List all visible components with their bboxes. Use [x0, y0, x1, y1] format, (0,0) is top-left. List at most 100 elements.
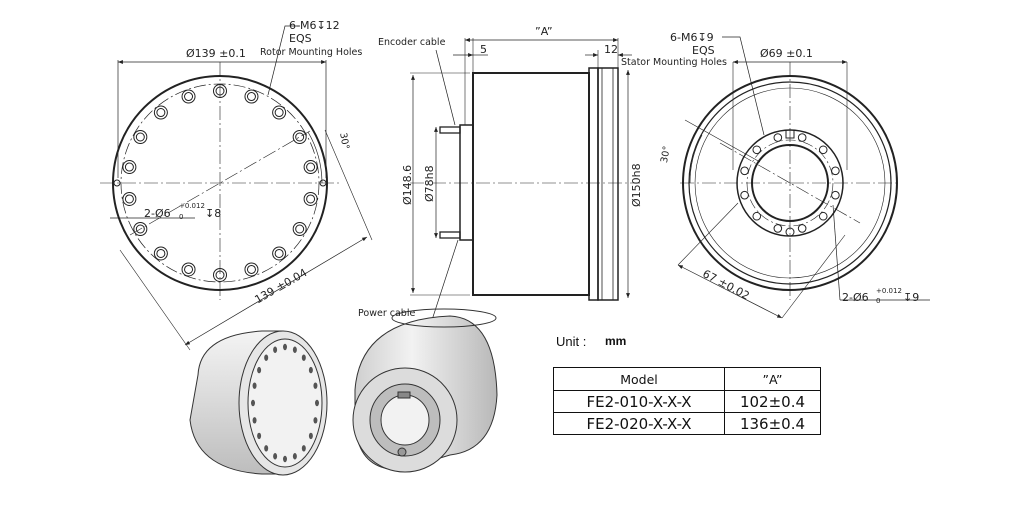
rotor-mounting-hole: [244, 262, 259, 277]
table-header-model: Model: [553, 367, 725, 391]
dia-148-6: Ø148.6: [401, 164, 414, 205]
rotor-mounting-hole: [122, 191, 137, 206]
dim-a: ”A”: [535, 25, 553, 38]
rotor-mounting-hole: [292, 222, 307, 236]
rotor-mounting-hole: [303, 160, 318, 175]
dia-78h8: Ø78h8: [423, 165, 436, 202]
iso-face-hole: [313, 382, 318, 389]
stator-id-dim: Ø69 ±0.1: [760, 47, 813, 60]
iso-face-hole: [283, 343, 287, 351]
rotor-mounting-hole-inner: [274, 248, 284, 258]
rotor-mounting-hole: [153, 246, 168, 261]
stator-pin-depth: ↧9: [903, 291, 920, 304]
table-header-row: Model ”A”: [553, 367, 821, 391]
stator-front-view: [677, 36, 930, 319]
stator-mounting-hole: [818, 211, 828, 221]
iso-face-hole: [257, 432, 262, 440]
unit-value: mm: [605, 334, 627, 348]
stator-holes-title: Stator Mounting Holes: [621, 57, 727, 68]
unit-label: Unit :: [556, 334, 587, 349]
dim-5: 5: [480, 43, 487, 56]
encoder-cable-label: Encoder cable: [378, 37, 446, 48]
iso-face-hole: [301, 445, 306, 452]
iso-face-hole: [257, 366, 262, 374]
rotor-angle: 30°: [337, 131, 351, 151]
rotor-pin-depth: ↧8: [205, 207, 222, 220]
stator-mounting-hole: [773, 133, 783, 142]
dim-12: 12: [604, 43, 618, 56]
rotor-iso-render: [189, 330, 328, 476]
table-row: FE2-010-X-X-X 102±0.4: [553, 390, 821, 413]
stator-mounting-hole: [831, 166, 840, 176]
stator-pin-tol: +0.012: [876, 287, 902, 295]
rotor-mounting-hole-inner: [215, 86, 225, 96]
table-cell-model: FE2-020-X-X-X: [553, 412, 725, 435]
iso-face-hole: [252, 382, 257, 389]
rotor-holes-title: Rotor Mounting Holes: [260, 47, 363, 58]
rotor-holes-spec: 6-M6↧12: [289, 19, 340, 32]
stator-mounting-hole: [797, 133, 807, 142]
rotor-mounting-hole-inner: [184, 92, 194, 102]
stator-iso-render: [352, 308, 498, 473]
stator-mounting-hole: [818, 145, 828, 155]
rotor-mounting-hole: [153, 105, 168, 120]
stator-mounting-hole: [740, 190, 749, 200]
table-cell-a: 102±0.4: [724, 390, 821, 413]
rotor-mounting-hole: [272, 246, 287, 261]
model-spec-table: Model ”A” FE2-010-X-X-X 102±0.4 FE2-020-…: [553, 367, 821, 435]
iso-face-hole: [252, 417, 257, 424]
stator-mounting-hole: [831, 190, 840, 200]
iso-face-hole: [273, 453, 278, 460]
rotor-mounting-hole-inner: [306, 194, 316, 204]
iso-face-hole: [315, 399, 319, 407]
iso-face-hole: [264, 354, 269, 361]
rotor-mounting-hole-inner: [246, 264, 256, 274]
rotor-mounting-hole-inner: [135, 132, 145, 142]
iso-face-hole: [292, 453, 297, 460]
rotor-front-view: [100, 25, 373, 351]
stator-mounting-hole: [773, 224, 783, 233]
rotor-mounting-hole: [244, 89, 259, 104]
table-cell-model: FE2-010-X-X-X: [553, 390, 725, 413]
rotor-eqs: EQS: [289, 32, 312, 45]
power-cable-label: Power cable: [358, 308, 416, 319]
dia-150h8: Ø150h8: [630, 163, 643, 207]
rotor-pin-tol-low: 0: [179, 213, 184, 221]
rotor-mounting-hole: [272, 105, 287, 120]
iso-face-hole: [308, 366, 313, 374]
rotor-mounting-hole-inner: [124, 194, 134, 204]
iso-face-hole: [273, 346, 278, 353]
rotor-pin-dim: 2-Ø6: [144, 207, 171, 220]
iso-face-hole: [251, 399, 255, 407]
stator-mounting-hole: [740, 166, 749, 176]
table-header-a: ”A”: [724, 367, 821, 391]
rotor-mounting-hole-inner: [274, 108, 284, 118]
iso-face-hole: [313, 417, 318, 424]
rotor-mounting-hole-inner: [246, 92, 256, 102]
table-cell-a: 136±0.4: [724, 412, 821, 435]
stator-mounting-hole: [752, 211, 762, 221]
side-view: [410, 38, 640, 321]
rotor-mounting-hole-inner: [156, 248, 166, 258]
rotor-mounting-hole-inner: [295, 224, 305, 234]
rotor-mounting-hole: [133, 130, 148, 144]
rotor-pin-hole: [113, 179, 121, 187]
rotor-mounting-hole: [181, 262, 196, 277]
rotor-mounting-hole-inner: [295, 132, 305, 142]
stator-pin-hole: [785, 227, 795, 237]
rotor-mounting-hole: [133, 222, 148, 236]
rotor-mounting-hole-inner: [156, 108, 166, 118]
stator-mounting-hole: [752, 145, 762, 155]
iso-face-hole: [264, 445, 269, 452]
iso-face-hole: [308, 432, 313, 440]
rotor-mounting-hole-inner: [306, 162, 316, 172]
iso-face-hole: [283, 455, 287, 463]
rotor-mounting-hole: [181, 89, 196, 104]
table-row: FE2-020-X-X-X 136±0.4: [553, 412, 821, 435]
stator-mounting-hole: [797, 224, 807, 233]
rotor-mounting-hole: [303, 191, 318, 206]
rotor-mounting-hole-inner: [124, 162, 134, 172]
rotor-mounting-hole-inner: [135, 224, 145, 234]
rotor-mounting-hole: [122, 160, 137, 175]
